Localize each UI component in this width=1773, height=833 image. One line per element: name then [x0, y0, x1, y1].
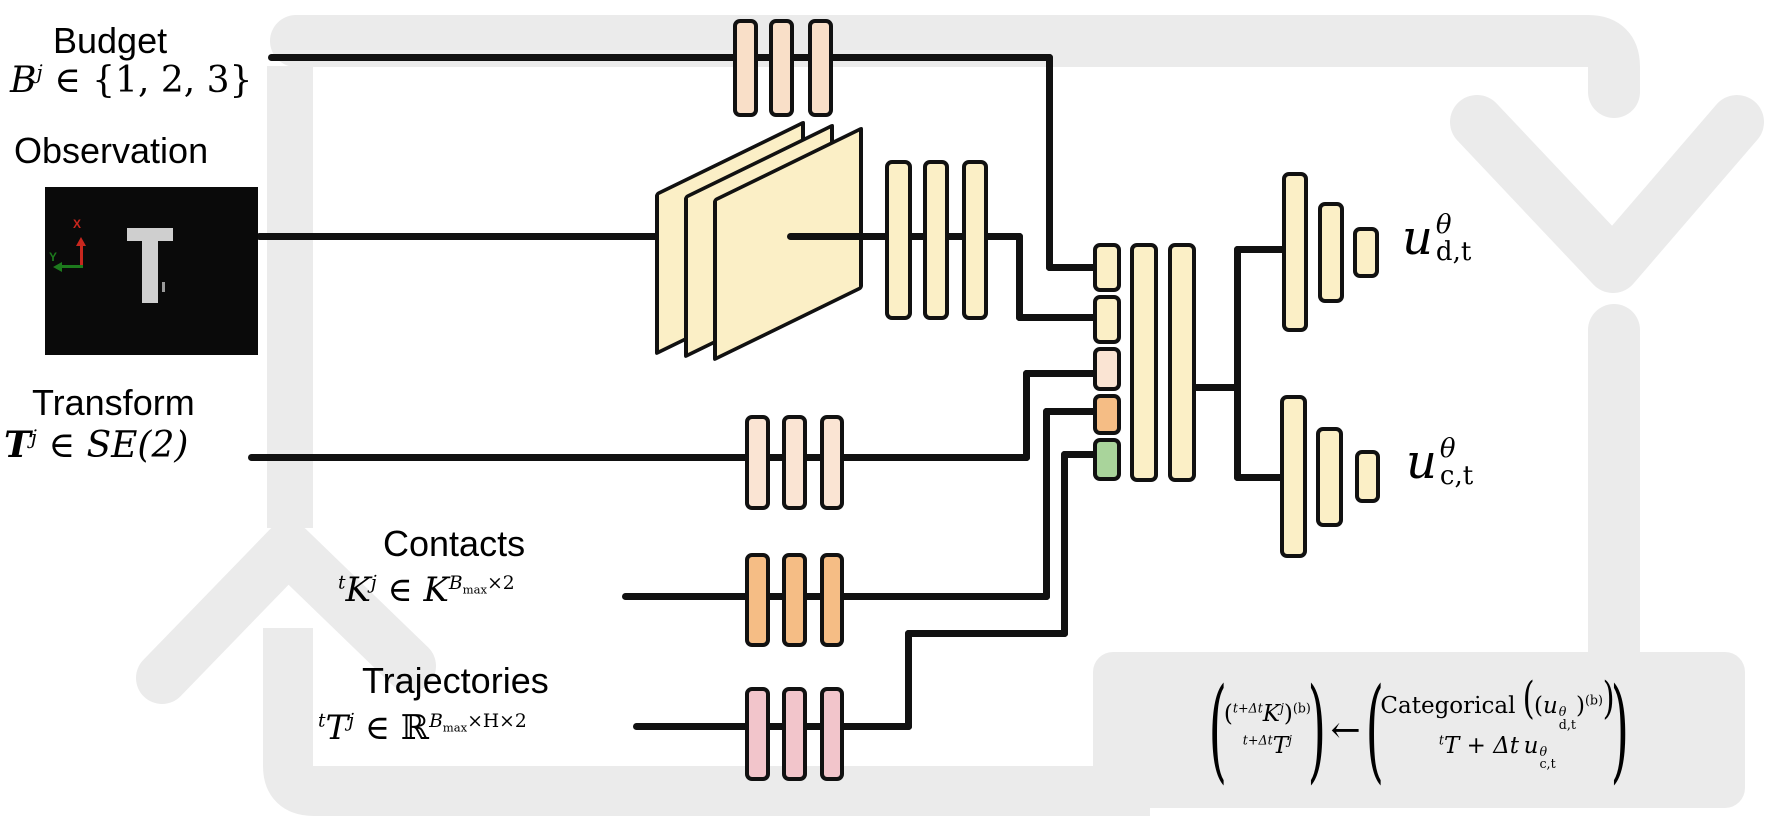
- big-paren-open: (: [1365, 665, 1384, 795]
- arrow-down-icon: [1450, 95, 1764, 293]
- discrete-head-bar: [1353, 227, 1379, 278]
- concat-block-contacts: [1093, 394, 1121, 435]
- arrow-up-icon: [136, 522, 436, 704]
- t-block-vertical: [142, 228, 158, 303]
- budget-mlp-bar: [808, 19, 833, 117]
- transform-label: Transform: [32, 382, 195, 423]
- contacts-label: Contacts: [383, 523, 526, 564]
- axis-y-line: [61, 265, 83, 268]
- equation-panel: [1093, 652, 1745, 808]
- assignment-arrow: ←: [1330, 709, 1361, 751]
- equation-lhs-bottom: t+ΔtTj: [1242, 731, 1292, 759]
- image-artifact: [162, 282, 165, 292]
- contacts-math: tKj ∈ KBmax×2: [338, 570, 515, 610]
- wire-transform-to-concat: [1023, 370, 1098, 377]
- concat-block-trajectories: [1093, 438, 1121, 481]
- budget-mlp-bar: [733, 19, 758, 117]
- update-equation: ( (t+ΔtKj)(b) t+ΔtTj ) ← ( Categorical (…: [1093, 652, 1745, 808]
- transform-mlp-bar: [745, 415, 770, 510]
- wire-trajectories-to-concat: [1061, 451, 1098, 458]
- trajectories-mlp-bar: [745, 687, 770, 781]
- continuous-head-bar: [1280, 395, 1307, 558]
- trajectories-mlp-bar: [820, 687, 844, 781]
- wire-to-continuous-head: [1234, 474, 1286, 481]
- vision-mlp-bar: [885, 160, 912, 320]
- wire-transform-v: [1023, 370, 1030, 461]
- wire-trajectories-v2: [1061, 451, 1068, 637]
- discrete-head-bar: [1318, 202, 1344, 303]
- wire-budget-h: [268, 54, 1053, 61]
- wire-trunk-out: [1193, 384, 1241, 391]
- wire-contacts-to-concat: [1043, 408, 1098, 415]
- wire-trajectories-h2: [905, 630, 1068, 637]
- loop-bottom-band: [263, 628, 1150, 816]
- wire-head-junction: [1234, 246, 1241, 481]
- axis-y-label: Y: [49, 250, 58, 264]
- discrete-head-bar: [1282, 172, 1308, 332]
- contacts-mlp-bar: [745, 553, 770, 647]
- contacts-mlp-bar: [820, 553, 844, 647]
- continuous-head-bar: [1316, 427, 1343, 527]
- trunk-mlp-bar: [1130, 243, 1158, 482]
- vision-mlp-bar: [962, 160, 988, 320]
- budget-label: Budget: [53, 20, 168, 61]
- wire-trajectories-h: [633, 723, 912, 730]
- wire-contacts-v: [1043, 408, 1050, 600]
- wire-observation: [256, 233, 706, 240]
- vision-mlp-bar: [923, 160, 949, 320]
- concat-block-observation: [1093, 295, 1121, 344]
- budget-mlp-bar: [769, 19, 794, 117]
- wire-cnn-to-concat: [1016, 314, 1098, 321]
- big-paren-close: ): [1610, 665, 1630, 795]
- transform-mlp-bar: [820, 415, 844, 510]
- axis-x-arrow-icon: [76, 237, 86, 246]
- axis-x-label: X: [73, 217, 82, 231]
- axis-y-arrow-icon: [53, 262, 62, 272]
- observation-image: X Y: [45, 187, 258, 355]
- trunk-mlp-bar: [1168, 243, 1196, 482]
- transform-mlp-bar: [782, 415, 807, 510]
- observation-label: Observation: [14, 130, 209, 171]
- loop-top-band: [270, 15, 1640, 118]
- big-paren-close: ): [1307, 665, 1326, 795]
- trajectories-math: tTj ∈ ℝBmax×H×2: [318, 708, 527, 748]
- equation-lhs-top: (t+ΔtKj)(b): [1223, 700, 1311, 727]
- concat-block-budget: [1093, 243, 1121, 292]
- concat-block-transform: [1093, 347, 1121, 391]
- axis-x-line: [80, 245, 83, 267]
- big-paren-open: (: [1208, 665, 1228, 795]
- continuous-head-bar: [1355, 450, 1380, 503]
- transform-math: Tj ∈ SE(2): [4, 424, 189, 466]
- wire-cnn-out-v: [1016, 233, 1023, 321]
- trajectories-mlp-bar: [782, 687, 807, 781]
- wire-budget-v: [1046, 54, 1053, 271]
- wire-trajectories-v1: [905, 630, 912, 730]
- wire-transform-h: [248, 454, 1030, 461]
- budget-math: Bj ∈ {1, 2, 3}: [10, 60, 253, 101]
- contacts-mlp-bar: [782, 553, 807, 647]
- wire-to-discrete-head: [1234, 246, 1286, 253]
- wire-budget-to-concat: [1046, 264, 1098, 271]
- trajectories-label: Trajectories: [362, 660, 549, 701]
